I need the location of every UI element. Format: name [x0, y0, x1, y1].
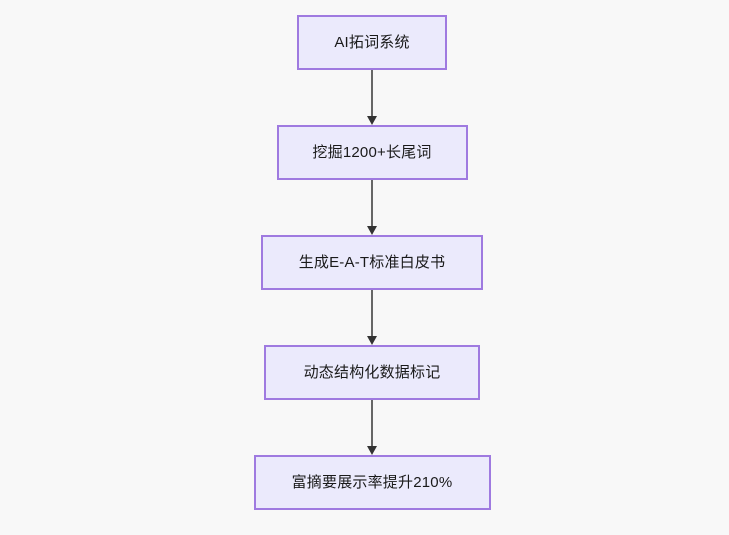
flow-node-generate-eat-whitepaper[interactable]: 生成E-A-T标准白皮书: [261, 235, 483, 290]
edge-line: [371, 180, 373, 227]
flow-edge-n2-n3: [362, 180, 382, 235]
flow-node-mine-longtail-keywords[interactable]: 挖掘1200+长尾词: [276, 125, 468, 180]
down-arrow-icon: [367, 446, 377, 455]
flow-edge-n4-n5: [362, 400, 382, 455]
edge-line: [371, 70, 373, 117]
flowchart-node-column: AI拓词系统 挖掘1200+长尾词 生成E-A-T标准白皮书 动态结构化数据标记: [0, 15, 729, 510]
flow-node-ai-keyword-system[interactable]: AI拓词系统: [297, 15, 447, 70]
flow-node-label: 富摘要展示率提升210%: [291, 474, 453, 491]
flow-node-label: 生成E-A-T标准白皮书: [298, 254, 446, 271]
flow-edge-n1-n2: [362, 70, 382, 125]
flow-node-label: 挖掘1200+长尾词: [312, 144, 432, 161]
flow-edge-n3-n4: [362, 290, 382, 345]
down-arrow-icon: [367, 336, 377, 345]
edge-line: [371, 400, 373, 447]
flow-node-label: AI拓词系统: [334, 34, 410, 51]
flow-node-label: 动态结构化数据标记: [303, 364, 441, 381]
flow-node-rich-snippet-rate-increase[interactable]: 富摘要展示率提升210%: [253, 455, 491, 510]
edge-line: [371, 290, 373, 337]
flow-node-dynamic-structured-data-markup[interactable]: 动态结构化数据标记: [264, 345, 480, 400]
down-arrow-icon: [367, 116, 377, 125]
down-arrow-icon: [367, 226, 377, 235]
